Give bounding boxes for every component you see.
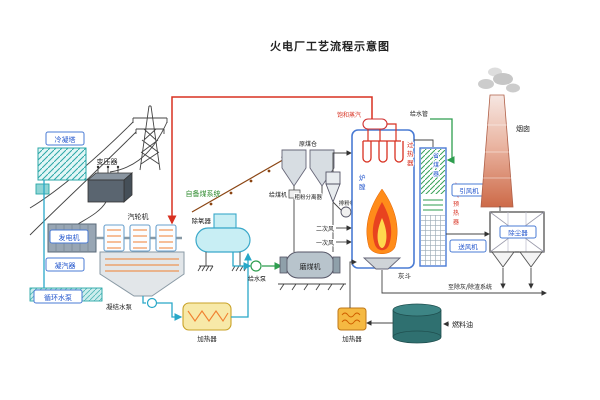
coal-conveyor: 自备煤系统 <box>186 156 290 213</box>
ash-hopper-label: 灰斗 <box>398 271 412 280</box>
lp-heater: 加热器 <box>182 252 252 343</box>
condenser-label: 凝汽器 <box>45 257 85 272</box>
chimney-label: 烟囱 <box>516 124 530 133</box>
coarse-separator-label: 粗粉分离器 <box>294 193 322 201</box>
ground-symbol <box>278 283 346 291</box>
steam-turbine: 汽轮机 <box>96 212 182 252</box>
superheater-label: 过热器 <box>407 140 414 167</box>
transmission-tower-icon <box>132 105 168 171</box>
steam-drum-icon <box>362 118 388 130</box>
lp-heater-label: 加热器 <box>197 334 217 343</box>
feed-pump-label: 给水泵 <box>248 275 266 283</box>
feed-pump: 给水泵 <box>232 252 283 283</box>
smoke-puff <box>478 79 494 89</box>
raw-coal-bunker-icon <box>281 149 307 187</box>
furnace-label: 炉膛 <box>359 173 366 191</box>
svg-text:凝汽器: 凝汽器 <box>55 261 76 270</box>
svg-text:除尘器: 除尘器 <box>508 228 528 237</box>
cooling-tower: 冷凝塔 <box>35 131 87 195</box>
chimney: 烟囱 <box>478 67 530 208</box>
coal-feeder-icon <box>288 189 301 199</box>
svg-text:送风机: 送风机 <box>458 242 478 251</box>
dust-collector: 除尘器 <box>489 206 545 289</box>
collector-hopper <box>519 251 543 268</box>
superheater-tubes <box>362 141 404 163</box>
separator-icon <box>325 171 341 185</box>
smoke-puff <box>493 73 513 85</box>
condensate-pump-icon <box>146 297 158 309</box>
deaerator-label: 除氧器 <box>192 216 212 225</box>
economizer-label: 省煤器 <box>433 152 439 178</box>
forced-fan-label: 送风机 <box>449 239 487 253</box>
powder-fan-label: 排粉机 <box>339 199 356 207</box>
coal-mill: 磨煤机 <box>278 251 346 291</box>
ash-funnel <box>362 257 402 270</box>
air-preheater-section <box>421 215 445 265</box>
smoke-puff <box>506 83 520 93</box>
generator: 发电机 <box>47 223 97 253</box>
generator-label: 发电机 <box>49 229 89 244</box>
turbine-stage <box>129 224 151 252</box>
saturated-steam-label: 饱和蒸汽 <box>337 111 361 119</box>
dust-collector-label: 除尘器 <box>499 225 537 239</box>
diagram-title: 火电厂工艺流程示意图 <box>270 39 390 53</box>
water-inlet-box <box>35 183 50 195</box>
svg-text:冷凝塔: 冷凝塔 <box>55 135 76 144</box>
powder-fan-icon <box>340 206 352 218</box>
turbine-stage <box>155 224 177 252</box>
ground-symbol <box>197 265 214 272</box>
pulverizing-system: 粗粉分离器 排粉机 二次风 一次风 <box>293 150 357 252</box>
coal-system-label: 自备煤系统 <box>186 189 221 198</box>
fuel-oil-label: 燃料油 <box>452 320 473 329</box>
induced-fan-label: 引风机 <box>451 183 487 197</box>
coal-feeder-label: 给煤机 <box>269 191 287 199</box>
secondary-air-label: 二次风 <box>316 225 334 233</box>
ash-removal-line: 至除灰/除渣系统 <box>381 270 547 296</box>
svg-text:发电机: 发电机 <box>59 233 80 242</box>
boiler: 炉膛 过热器 饱和蒸汽 灰斗 <box>337 111 415 280</box>
oil-heater-icon <box>337 307 367 331</box>
transformer: 变压器 <box>86 157 134 203</box>
deaerator: 除氧器 <box>192 213 251 272</box>
transformer-label: 变压器 <box>97 157 118 166</box>
ground-symbol <box>231 265 248 272</box>
primary-air-label: 一次风 <box>316 239 334 247</box>
coal-mill-label: 磨煤机 <box>300 262 321 271</box>
feedwater-line: 给水管 <box>410 110 455 164</box>
feed-pipe-label: 给水管 <box>410 110 428 118</box>
ash-system-label: 至除灰/除渣系统 <box>448 283 492 291</box>
oil-heater-label: 加热器 <box>342 334 362 343</box>
fuel-oil-system: 燃料油 加热器 <box>337 259 473 344</box>
cooling-pond <box>37 147 87 181</box>
main-steam-pipe <box>167 96 373 225</box>
turbine-stage <box>103 224 125 252</box>
svg-text:循环水泵: 循环水泵 <box>44 293 72 302</box>
circulating-water-pump: 循环水泵 <box>29 180 103 304</box>
circ-pump-label: 循环水泵 <box>33 289 83 304</box>
condensate-pump-label: 凝结水泵 <box>106 302 133 311</box>
feed-pump-icon <box>250 260 262 272</box>
condenser: 凝汽器 <box>45 251 185 297</box>
turbine-label: 汽轮机 <box>128 212 149 221</box>
condensate-system: 凝结水泵 <box>106 296 183 321</box>
economizer-section <box>421 149 445 194</box>
raw-coal-bunker-label: 原煤仓 <box>299 140 317 148</box>
svg-text:引风机: 引风机 <box>459 186 479 195</box>
cooling-tower-label: 冷凝塔 <box>45 131 85 146</box>
collector-hopper <box>491 251 515 268</box>
